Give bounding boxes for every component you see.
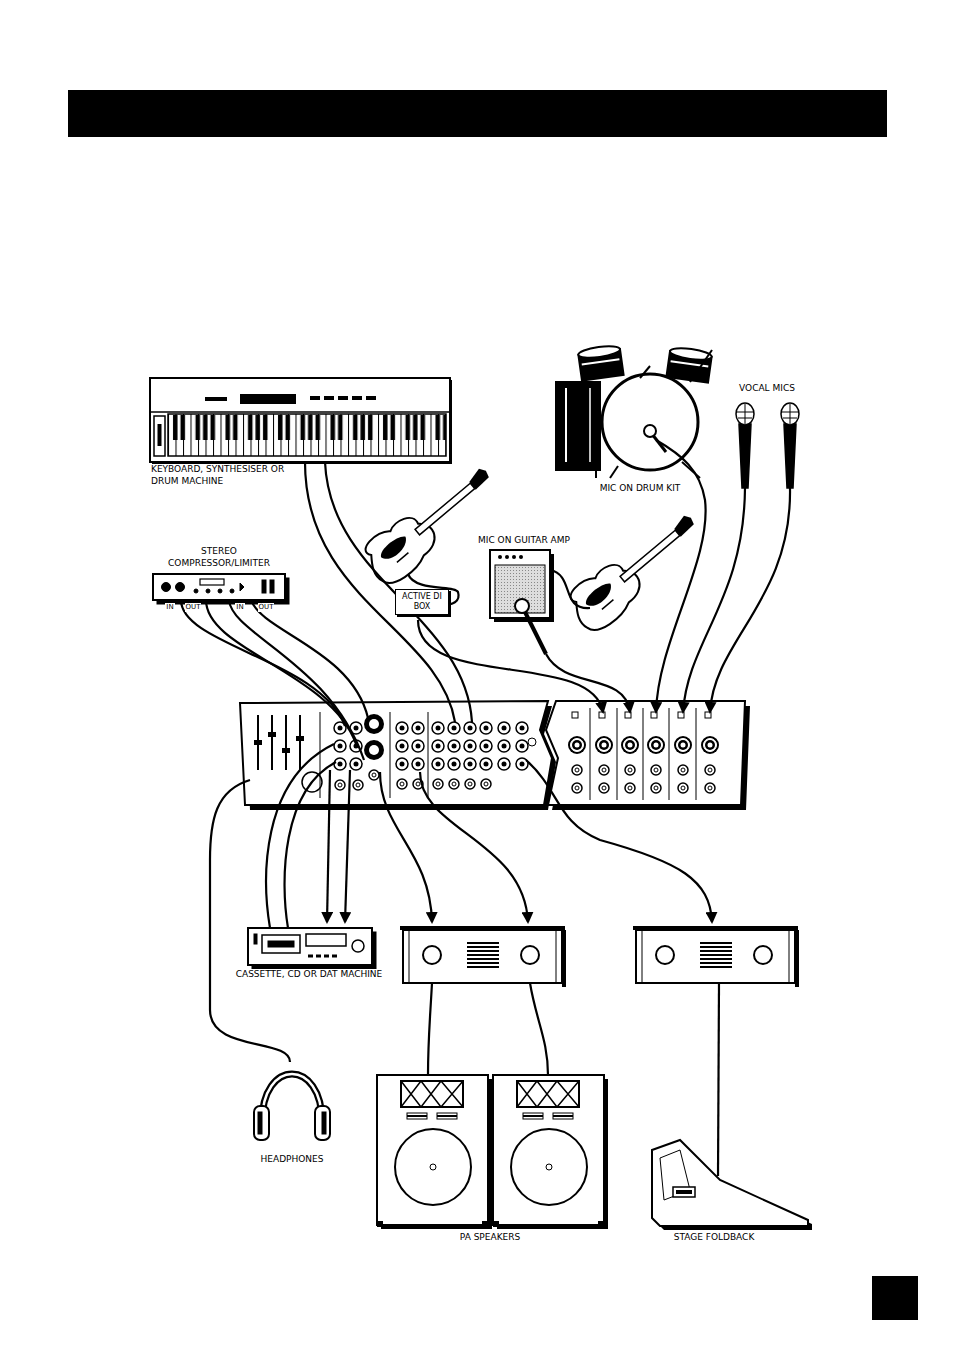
- power-amp: [633, 926, 799, 987]
- device-label: STAGE FOLDBACK: [673, 1232, 756, 1244]
- device-label: KEYBOARD, SYNTHESISER OR DRUM MACHINE: [150, 464, 294, 487]
- cassette-machine: [248, 928, 376, 969]
- device-label: IN: [235, 603, 244, 612]
- keyboard: [150, 378, 452, 464]
- di-box: ACTIVE DI BOX: [395, 589, 449, 615]
- device-label: PA SPEAKERS: [459, 1232, 521, 1244]
- foldback-wedge: [652, 1140, 812, 1230]
- device-label: OUT: [185, 603, 202, 612]
- guitar-amp: [490, 550, 554, 654]
- device-label: MIC ON GUITAR AMP: [477, 535, 571, 547]
- pa-speaker: [377, 1075, 492, 1229]
- headphones: [254, 1074, 330, 1140]
- power-amp: [400, 926, 566, 987]
- device-label: MIC ON DRUM KIT: [599, 483, 682, 495]
- guitar: [357, 455, 505, 591]
- device-label: OUT: [258, 603, 275, 612]
- compressor: [153, 574, 289, 604]
- box-text: ACTIVE DI BOX: [400, 592, 444, 612]
- device-label: HEADPHONES: [260, 1154, 325, 1166]
- guitar: [562, 502, 710, 638]
- drum-kit: [556, 344, 712, 478]
- device-label: STEREO COMPRESSOR/LIMITER: [152, 546, 286, 569]
- page-number-block: [872, 1276, 918, 1320]
- device-label: CASSETTE, CD OR DAT MACHINE: [235, 969, 384, 981]
- device-label: VOCAL MICS: [738, 383, 796, 395]
- device-label: IN: [165, 603, 174, 612]
- vocal-mics: [736, 403, 799, 488]
- header-bar: [68, 90, 887, 137]
- pa-speaker: [493, 1075, 608, 1229]
